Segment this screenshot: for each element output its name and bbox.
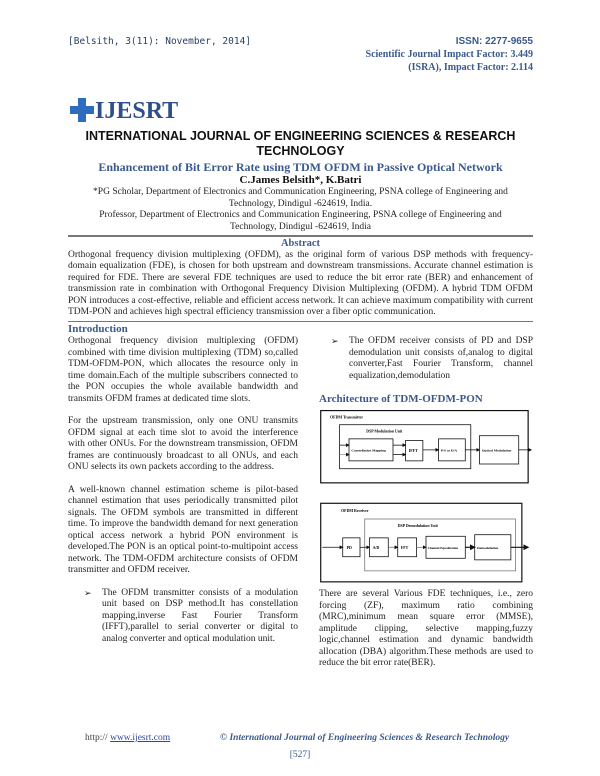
website-link[interactable]: www.ijesrt.com bbox=[110, 733, 171, 743]
architecture-diagram: OFDM Transmitter DSP Modulation Unit Con… bbox=[320, 409, 533, 583]
bullet-transmitter: ➢ The OFDM transmitter consists of a mod… bbox=[84, 587, 298, 644]
issn: ISSN: 2277-9655 bbox=[455, 36, 533, 47]
fde-techniques-paragraph: There are several Various FDE techniques… bbox=[319, 589, 533, 668]
abstract-heading: Abstract bbox=[280, 237, 321, 249]
block-ifft: IFFT bbox=[409, 449, 418, 453]
abstract-text: Orthogonal frequency division multiplexi… bbox=[68, 249, 533, 318]
receiver-diagram: OFDM Receiver DSP Demodulation Unit PD A… bbox=[320, 502, 530, 583]
block-demodulation: Demodulation bbox=[477, 546, 498, 550]
journal-name: INTERNATIONAL JOURNAL OF ENGINEERING SCI… bbox=[85, 129, 516, 158]
authors: C.James Belsith*, K.Batri bbox=[239, 174, 362, 186]
left-column: Orthogonal frequency division multiplexi… bbox=[68, 336, 298, 681]
right-column: ➢ The OFDM receiver consists of PD and D… bbox=[319, 336, 533, 681]
architecture-heading: Architecture of TDM-OFDM-PON bbox=[319, 393, 483, 405]
modulation-unit-label: DSP Modulation Unit bbox=[366, 430, 403, 434]
block-optical-modulation: Optical Modulation bbox=[482, 448, 512, 452]
journal-logo: IJESRT bbox=[70, 98, 179, 124]
divider bbox=[68, 320, 533, 322]
footer-url: http:// www.ijesrt.com bbox=[85, 733, 171, 743]
affiliations: *PG Scholar, Department of Electronics a… bbox=[88, 187, 513, 233]
receiver-label: OFDM Receiver bbox=[341, 509, 369, 513]
block-channel-equalization: Channel Equalization bbox=[428, 546, 459, 550]
transmitter-diagram: OFDM Transmitter DSP Modulation Unit Con… bbox=[320, 409, 533, 484]
journal-metrics: ISSN: 2277-9655 Scientific Journal Impac… bbox=[366, 35, 533, 74]
footer-copyright: © International Journal of Engineering S… bbox=[220, 733, 510, 743]
introduction-heading: Introduction bbox=[68, 323, 128, 335]
intro-paragraph-2: For the upstream transmission, only one … bbox=[68, 416, 298, 472]
logo-text: IJESRT bbox=[95, 98, 179, 124]
divider bbox=[68, 235, 533, 237]
block-constellation-mapping: Constellation Mapping bbox=[351, 448, 386, 452]
bullet-receiver: ➢ The OFDM receiver consists of PD and D… bbox=[331, 336, 533, 381]
affiliation-2: Professor, Department of Electronics and… bbox=[99, 210, 502, 232]
block-pd: PD bbox=[347, 546, 352, 550]
transmitter-label: OFDM Transmitter bbox=[330, 415, 363, 419]
intro-paragraph-1: Orthogonal frequency division multiplexi… bbox=[68, 336, 298, 404]
impact-factor-1: Scientific Journal Impact Factor: 3.449 bbox=[365, 49, 533, 60]
impact-factor-2: (ISRA), Impact Factor: 2.114 bbox=[408, 62, 533, 73]
article-body: INTERNATIONAL JOURNAL OF ENGINEERING SCI… bbox=[68, 129, 533, 681]
bullet-arrow-icon: ➢ bbox=[84, 587, 92, 598]
block-ad: A/D bbox=[373, 546, 380, 550]
two-column-body: Orthogonal frequency division multiplexi… bbox=[68, 336, 533, 681]
plus-icon bbox=[70, 98, 94, 122]
citation: [Belsith, 3(11): November, 2014] bbox=[68, 36, 252, 47]
intro-paragraph-3: A well-known channel estimation scheme i… bbox=[68, 484, 298, 576]
demodulation-unit-label: DSP Demodulation Unit bbox=[398, 524, 439, 528]
bullet-arrow-icon: ➢ bbox=[331, 336, 339, 346]
paper-title: Enhancement of Bit Error Rate using TDM … bbox=[98, 160, 503, 174]
page-number: [527] bbox=[289, 750, 311, 760]
affiliation-1: *PG Scholar, Department of Electronics a… bbox=[93, 187, 508, 209]
block-ps-da: P/S or D/A bbox=[441, 448, 458, 452]
block-fft: FFT bbox=[401, 546, 409, 550]
